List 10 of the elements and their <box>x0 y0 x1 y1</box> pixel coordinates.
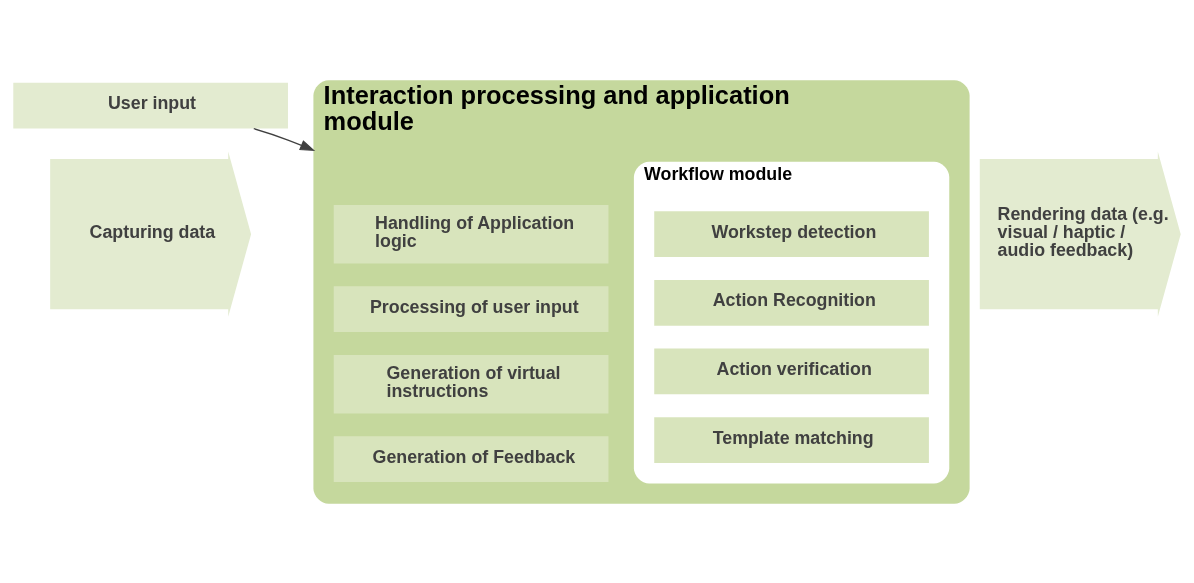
node-box: Action verification <box>654 348 929 394</box>
node-box: Workstep detection <box>654 210 929 257</box>
node-box: Processing of user input <box>333 285 609 332</box>
node-box: Generation of Feedback <box>333 435 609 482</box>
node-box: Template matching <box>654 416 929 463</box>
node-box: User input <box>13 82 288 129</box>
node-box: Action Recognition <box>654 279 929 326</box>
arrow <box>253 127 316 151</box>
node-box: Generation of virtual instructions <box>333 354 609 413</box>
node-box: Handling of Application logic <box>333 204 609 263</box>
